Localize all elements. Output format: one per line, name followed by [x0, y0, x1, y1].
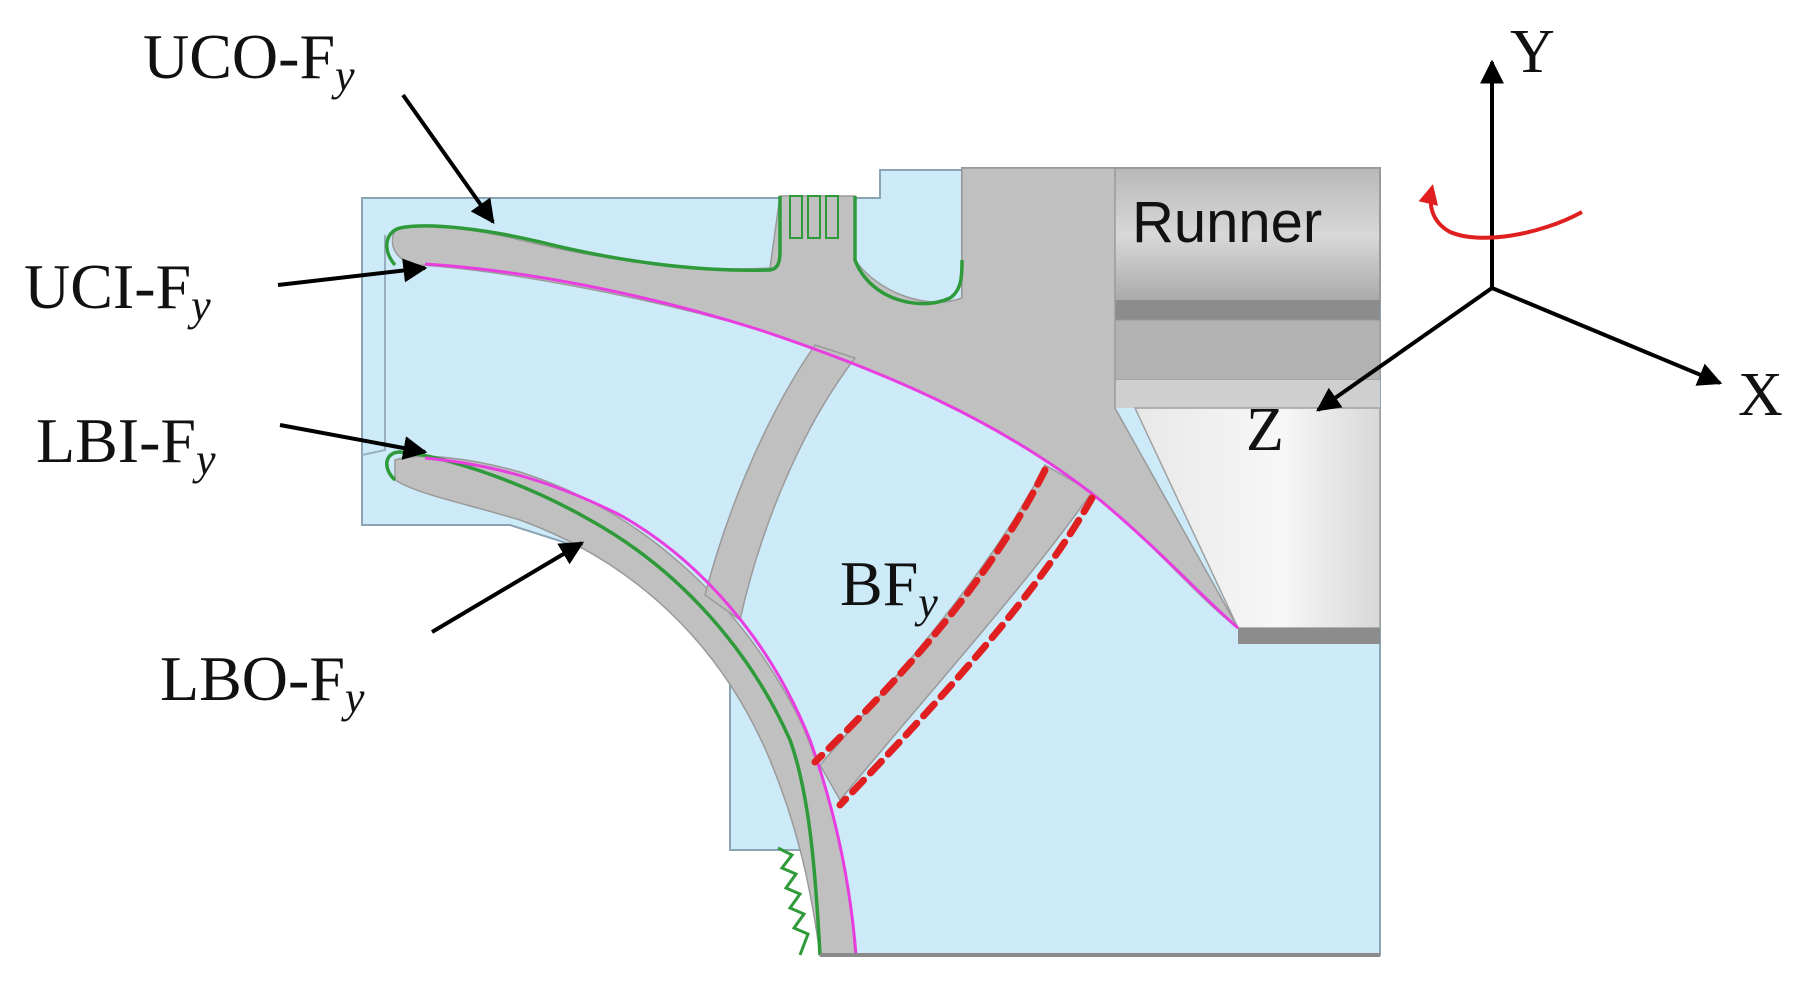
runner-band-2 — [1114, 319, 1381, 381]
lbi-label: LBI-Fy — [36, 405, 216, 484]
coordinate-axes: Y X Z — [1246, 18, 1783, 464]
z-axis-arrow — [1316, 286, 1494, 412]
runner-band-1 — [1115, 300, 1380, 320]
uci-pointer-arrow — [277, 258, 428, 287]
lower-labyrinth-teeth — [777, 846, 810, 956]
uco-surface-line-right — [853, 196, 964, 306]
uco-surface-line — [385, 196, 782, 272]
z-axis-label: Z — [1246, 396, 1284, 464]
x-axis-arrow — [1491, 286, 1723, 386]
uci-label: UCI-Fy — [24, 251, 211, 330]
casing-inner-wall — [361, 235, 386, 456]
rotation-arrow-icon — [1418, 184, 1583, 240]
y-axis-label: Y — [1510, 18, 1555, 86]
uco-pointer-arrow — [401, 93, 495, 224]
bf-surface-line-upper — [811, 466, 1049, 766]
uci-surface-line — [424, 262, 1239, 630]
bf-label: BFy — [840, 548, 938, 627]
uco-label: UCO-Fy — [143, 21, 355, 100]
lbo-label: LBO-Fy — [160, 643, 365, 722]
lbo-surface-line — [385, 450, 822, 956]
lbo-pointer-arrow — [430, 541, 585, 634]
x-axis-label: X — [1738, 361, 1783, 429]
lbi-surface-line — [424, 456, 858, 956]
bf-surface-line-lower — [836, 494, 1096, 809]
seal-teeth — [789, 195, 839, 239]
runner-bottom-plate — [1238, 628, 1380, 644]
runner-label: Runner — [1132, 190, 1322, 255]
lbi-pointer-arrow — [279, 423, 428, 460]
